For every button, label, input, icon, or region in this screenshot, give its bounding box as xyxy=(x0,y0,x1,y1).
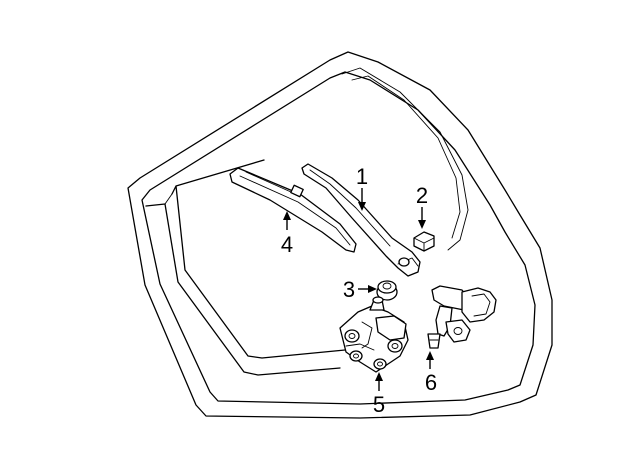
wiper-arm xyxy=(301,163,421,277)
callout-4-leader xyxy=(283,211,291,230)
callout-6-leader xyxy=(426,351,434,369)
grommet xyxy=(376,280,398,301)
washer-actuator xyxy=(427,285,497,349)
callout-6-label: 6 xyxy=(425,370,437,395)
callout-3-leader xyxy=(358,285,377,293)
callout-2-label: 2 xyxy=(416,183,428,208)
wiper-arm-nut xyxy=(413,231,435,252)
callout-3-label: 3 xyxy=(343,277,355,302)
callout-1-label: 1 xyxy=(356,164,368,189)
callout-5-leader xyxy=(375,372,383,391)
liftgate-glass-outline xyxy=(127,51,553,419)
callout-5-label: 5 xyxy=(373,392,385,417)
callout-4-label: 4 xyxy=(281,232,293,257)
wiper-motor xyxy=(339,296,409,373)
callout-2-leader xyxy=(418,207,426,229)
wiper-blade xyxy=(229,167,357,253)
callout-1-leader xyxy=(358,188,366,211)
